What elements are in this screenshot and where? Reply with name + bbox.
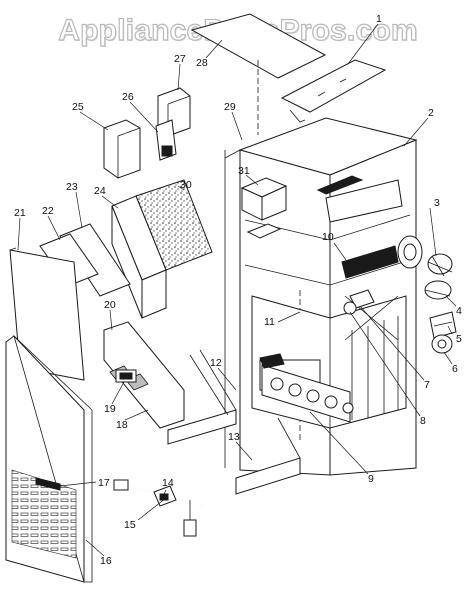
callout-6: 6	[452, 363, 458, 375]
callout-17: 17	[98, 477, 110, 489]
callout-4: 4	[456, 305, 462, 317]
callout-10: 10	[322, 231, 334, 243]
callout-5: 5	[456, 333, 462, 345]
callout-29: 29	[224, 101, 236, 113]
callout-3: 3	[434, 197, 440, 209]
callout-24: 24	[94, 185, 106, 197]
callout-30: 30	[180, 179, 192, 191]
callout-14: 14	[162, 477, 174, 489]
small-bracket-part-26	[155, 119, 177, 161]
lower-front-door	[5, 334, 93, 583]
callout-13: 13	[228, 431, 240, 443]
top-rail	[280, 59, 387, 123]
top-cover-panel	[190, 13, 327, 135]
callout-15: 15	[124, 519, 136, 531]
callout-8: 8	[420, 415, 426, 427]
sight-glass	[115, 369, 137, 383]
callout-9: 9	[368, 473, 374, 485]
left-base-rail	[167, 349, 237, 445]
control-box	[240, 177, 288, 239]
callout-labels: 1 2 3 4 5 6 7 8 9 10 11 12 13 14 15 16 1…	[14, 13, 462, 567]
callout-7: 7	[424, 379, 430, 391]
callout-2: 2	[428, 107, 434, 119]
callout-27: 27	[174, 53, 186, 65]
pressure-switch-part-4	[424, 280, 452, 300]
door-label	[35, 477, 61, 491]
back-panel-part-24	[111, 195, 167, 319]
callout-12: 12	[210, 357, 222, 369]
gas-pipe	[113, 459, 216, 537]
callout-19: 19	[104, 403, 116, 415]
callout-18: 18	[116, 419, 128, 431]
pipe-bracket	[153, 485, 177, 507]
mounting-bracket-part-25	[103, 119, 141, 179]
callout-1: 1	[376, 13, 382, 25]
callout-23: 23	[66, 181, 78, 193]
leader-lines	[17, 23, 457, 557]
callout-16: 16	[100, 555, 112, 567]
burner-manifold	[259, 353, 354, 423]
pressure-switch-part-3	[427, 253, 453, 277]
right-base-rail	[235, 417, 301, 495]
callout-21: 21	[14, 207, 26, 219]
callout-11: 11	[264, 316, 275, 328]
inducer-blower-assembly	[343, 235, 423, 315]
rollout-switch-part-5	[429, 311, 457, 339]
callout-31: 31	[238, 165, 250, 177]
gas-valve-part-6	[431, 334, 453, 354]
callout-26: 26	[122, 91, 134, 103]
callout-25: 25	[72, 101, 84, 113]
upper-front-door	[9, 247, 85, 381]
callout-28: 28	[196, 57, 208, 69]
callout-22: 22	[42, 205, 54, 217]
callout-20: 20	[104, 299, 116, 311]
